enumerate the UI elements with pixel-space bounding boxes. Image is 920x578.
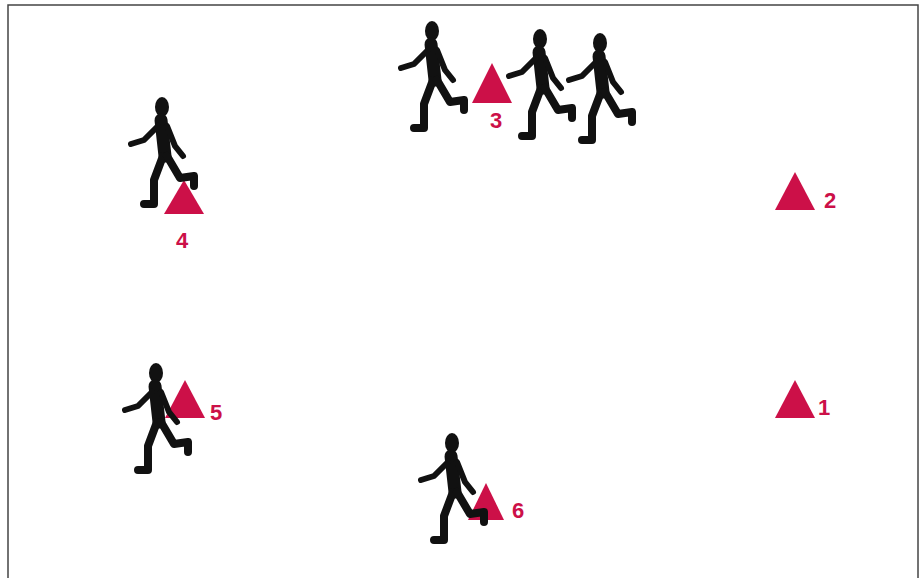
cone bbox=[775, 380, 815, 418]
callout-number: 3 bbox=[490, 110, 502, 132]
runner bbox=[401, 21, 464, 128]
cone bbox=[472, 63, 512, 103]
runner bbox=[125, 363, 188, 470]
runner bbox=[131, 97, 194, 204]
callout-number: 6 bbox=[512, 500, 524, 522]
cone bbox=[775, 172, 815, 210]
runner bbox=[569, 33, 632, 140]
runner bbox=[421, 433, 484, 540]
field-border bbox=[8, 5, 918, 578]
callout-number: 2 bbox=[824, 190, 836, 212]
callout-number: 1 bbox=[818, 397, 830, 419]
callout-number: 5 bbox=[210, 402, 222, 424]
runner bbox=[509, 29, 572, 136]
callout-number: 4 bbox=[176, 230, 188, 252]
